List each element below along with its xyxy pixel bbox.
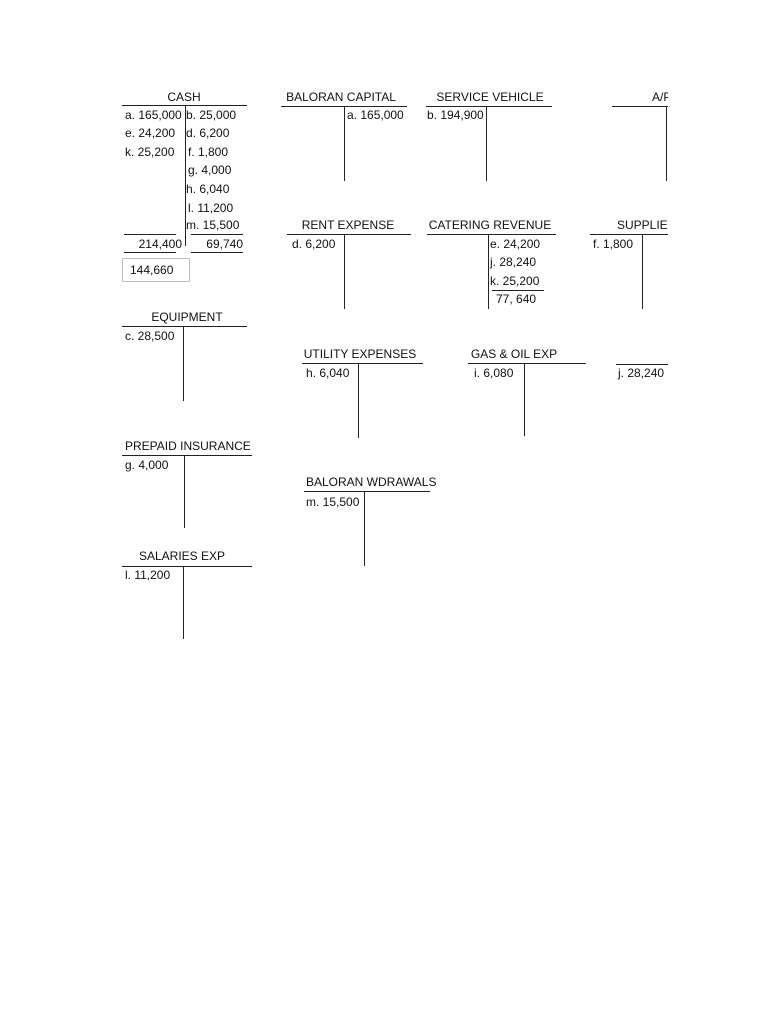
- account-title: GAS & OIL EXP: [470, 347, 558, 361]
- account-title: SERVICE VEHICLE: [436, 90, 544, 104]
- t-account-divider: [183, 327, 184, 401]
- t-account-top-line: [122, 455, 252, 456]
- debit-total: 214,400: [138, 237, 182, 251]
- credit-entry: h. 6,040: [186, 182, 230, 196]
- account-title: A/P: [652, 90, 668, 104]
- credit-entry: j. 28,240: [618, 366, 665, 380]
- t-account-top-line: [122, 326, 247, 327]
- account-title: SALARIES EXP: [138, 549, 226, 563]
- t-account-divider: [486, 107, 487, 181]
- debit-entry: c. 28,500: [125, 329, 175, 343]
- credit-entry: m. 15,500: [186, 218, 240, 232]
- account-title: BALORAN CAPITAL: [286, 90, 396, 104]
- debit-entry: f. 1,800: [593, 237, 634, 251]
- credit-entry: j. 28,240: [490, 255, 537, 269]
- t-account-divider: [344, 107, 345, 181]
- account-title: UTILITY EXPENSES: [303, 347, 417, 361]
- t-account-divider: [488, 235, 489, 309]
- total-rule: [124, 252, 176, 253]
- credit-entry: l. 11,200: [188, 201, 234, 215]
- credit-entry: f. 1,800: [188, 145, 229, 159]
- credit-entry: g. 4,000: [188, 163, 232, 177]
- t-account-divider: [364, 492, 365, 566]
- debit-entry: m. 15,500: [306, 495, 360, 509]
- t-account-top-line: [468, 363, 586, 364]
- credit-total: 77, 640: [496, 292, 537, 306]
- t-account-top-line: [616, 364, 668, 365]
- t-account-top-line: [287, 234, 411, 235]
- total-rule: [191, 234, 243, 235]
- debit-entry: k. 25,200: [125, 145, 175, 159]
- debit-entry: l. 11,200: [125, 568, 171, 582]
- debit-entry: d. 6,200: [292, 237, 336, 251]
- account-title: RENT EXPENSE: [301, 218, 395, 232]
- credit-entry: e. 24,200: [490, 237, 541, 251]
- t-account-divider: [666, 107, 667, 181]
- debit-entry: e. 24,200: [125, 126, 176, 140]
- t-account-divider: [358, 364, 359, 438]
- credit-total: 69,740: [206, 237, 243, 251]
- t-account-top-line: [302, 363, 423, 364]
- account-title: SUPPLIES: [617, 218, 668, 232]
- debit-entry: g. 4,000: [125, 458, 169, 472]
- debit-entry: i. 6,080: [474, 366, 514, 380]
- t-account-top-line: [281, 106, 407, 107]
- total-rule: [492, 290, 544, 291]
- t-account-divider: [524, 364, 525, 436]
- credit-entry: d. 6,200: [186, 126, 230, 140]
- account-title: EQUIPMENT: [151, 310, 223, 324]
- t-account-divider: [185, 106, 186, 246]
- t-account-top-line: [122, 105, 247, 106]
- t-account-top-line: [426, 106, 552, 107]
- t-account-divider: [642, 235, 643, 309]
- t-account-divider: [184, 456, 185, 528]
- t-account-divider: [183, 567, 184, 639]
- account-title: CASH: [167, 90, 201, 104]
- t-account-top-line: [427, 234, 556, 235]
- credit-entry: b. 25,000: [186, 108, 237, 122]
- total-rule: [124, 234, 176, 235]
- t-account-top-line: [612, 106, 668, 107]
- debit-entry: a. 165,000: [125, 108, 182, 122]
- t-account-top-line: [590, 234, 668, 235]
- balance-box: 144,660: [122, 258, 190, 282]
- ledger-sheet: CASH a. 165,000 e. 24,200 k. 25,200 b. 2…: [122, 90, 668, 639]
- debit-entry: b. 194,900: [427, 108, 484, 122]
- account-title: PREPAID INSURANCE: [125, 439, 251, 453]
- account-title: BALORAN WDRAWALS: [306, 475, 437, 489]
- t-account-divider: [344, 235, 345, 309]
- credit-entry: a. 165,000: [347, 108, 404, 122]
- debit-entry: h. 6,040: [306, 366, 350, 380]
- t-account-top-line: [304, 491, 430, 492]
- t-account-top-line: [122, 566, 252, 567]
- total-rule: [191, 252, 243, 253]
- cash-balance: 144,660: [130, 263, 174, 277]
- account-title: CATERING REVENUE: [428, 218, 552, 232]
- credit-entry: k. 25,200: [490, 274, 540, 288]
